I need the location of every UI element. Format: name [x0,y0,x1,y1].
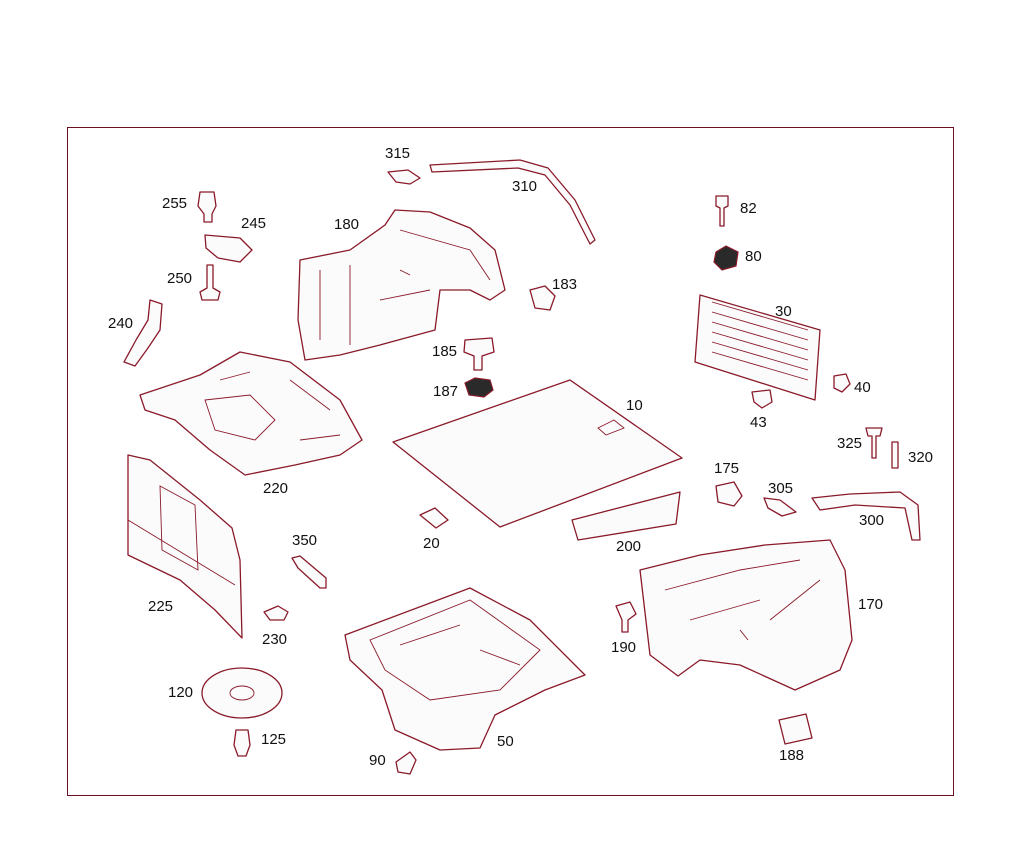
callout-255: 255 [162,195,188,212]
callout-325: 325 [837,435,863,452]
callout-315: 315 [385,145,411,162]
part-30-trim-panel [694,294,821,401]
part-300-strip [811,491,921,541]
callout-120: 120 [168,684,194,701]
callout-250: 250 [167,270,193,287]
part-230-fastener [263,605,289,621]
part-43-clip [751,389,773,409]
part-250-screw [199,264,221,301]
callout-125: 125 [261,731,287,748]
callout-50: 50 [497,733,514,750]
part-310-strip [429,159,596,245]
callout-40: 40 [854,379,871,396]
callout-320: 320 [908,449,934,466]
part-325-screw [865,427,883,459]
part-255-clip [197,191,217,223]
part-305-clip [763,497,797,517]
callout-187: 187 [433,383,459,400]
part-125-bolt [233,729,251,757]
part-188-pad [778,713,813,745]
callout-175: 175 [714,460,740,477]
diagram-frame [67,127,954,796]
callout-188: 188 [779,747,805,764]
callout-230: 230 [262,631,288,648]
part-180-side-trim [297,209,506,361]
callout-170: 170 [858,596,884,613]
callout-200: 200 [616,538,642,555]
callout-80: 80 [745,248,762,265]
part-190-clip [615,601,637,633]
part-187-nut [464,377,494,398]
callout-30: 30 [775,303,792,320]
part-245-bracket [204,234,253,263]
callout-310: 310 [512,178,538,195]
part-90-clip [395,751,417,775]
callout-183: 183 [552,276,578,293]
part-185-plug [463,337,495,371]
callout-220: 220 [263,480,289,497]
callout-20: 20 [423,535,440,552]
part-350-bracket [291,555,327,589]
callout-185: 185 [432,343,458,360]
callout-305: 305 [768,480,794,497]
part-183-fastener [529,285,556,311]
part-120-disc [201,667,283,719]
part-80-grommet [713,245,739,271]
callout-82: 82 [740,200,757,217]
part-82-screw [715,195,729,227]
callout-90: 90 [369,752,386,769]
part-220-parcel-shelf [139,351,363,476]
callout-10: 10 [626,397,643,414]
callout-245: 245 [241,215,267,232]
part-50-trunk-floor [344,587,586,751]
part-40-clip [833,373,851,393]
part-20-clip [419,507,449,529]
part-320-screw [891,441,899,469]
part-10-load-floor [392,379,683,528]
callout-225: 225 [148,598,174,615]
part-315-clip [387,169,421,185]
callout-350: 350 [292,532,318,549]
callout-300: 300 [859,512,885,529]
part-175-fastener [715,481,743,507]
part-170-side-trim [639,539,853,691]
callout-43: 43 [750,414,767,431]
part-225-panel [127,454,243,639]
callout-190: 190 [611,639,637,656]
callout-180: 180 [334,216,360,233]
part-240-bracket [123,299,163,367]
part-200-strip [571,491,681,541]
callout-240: 240 [108,315,134,332]
